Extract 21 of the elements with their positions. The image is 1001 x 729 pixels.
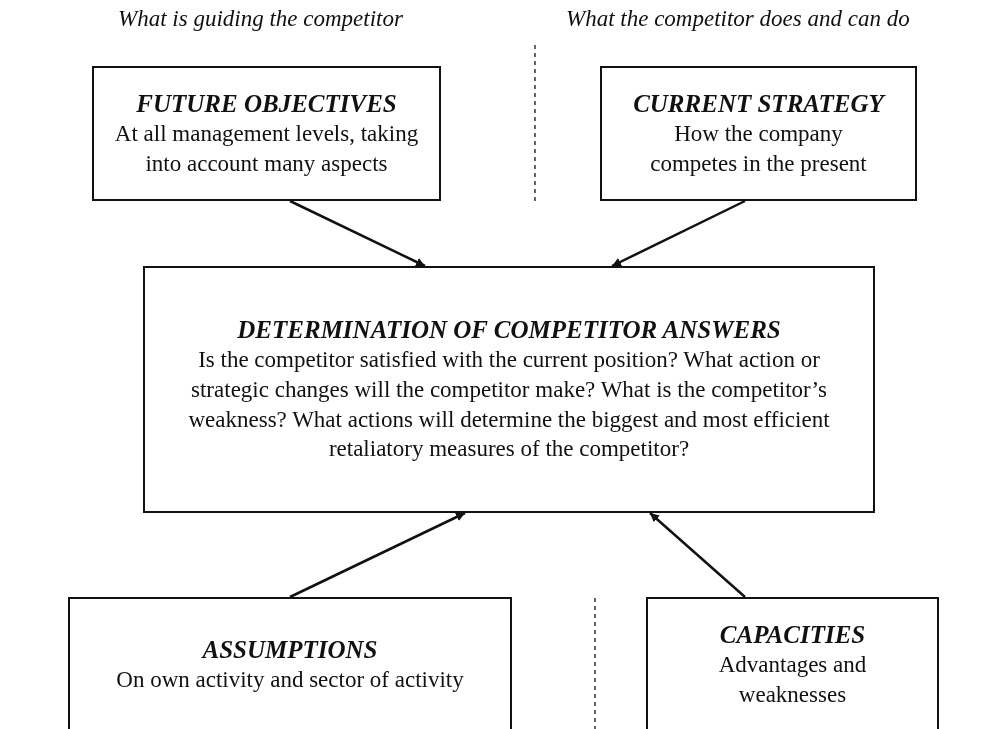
text-box — [646, 597, 939, 729]
box-heading: CAPACITIES — [719, 619, 866, 650]
arrow — [611, 199, 746, 268]
arrow — [649, 512, 746, 598]
text-box — [68, 597, 512, 729]
arrow — [289, 199, 426, 268]
text-box — [600, 66, 917, 201]
arrow — [289, 511, 466, 599]
box-text: On own activity and sector of activity — [116, 665, 464, 694]
text-box — [143, 266, 875, 513]
box-text: At all management levels, taking into account many aspects — [113, 119, 420, 178]
box-heading: FUTURE OBJECTIVES — [136, 88, 397, 119]
text-box — [92, 66, 441, 201]
column-heading: What is guiding the competitor — [118, 6, 403, 32]
box-heading: DETERMINATION OF COMPETITOR ANSWERS — [237, 314, 781, 345]
box-heading: ASSUMPTIONS — [202, 634, 378, 665]
box-text: Is the competitor satisfied with the current position? What action or strategic changes will the competitor make? What is the competitor’s weakness? What actions will determine the biggest and most efficient retaliatory measures of the competitor? — [187, 345, 831, 464]
box-heading: CURRENT STRATEGY — [633, 88, 884, 119]
column-heading: What the competitor does and can do — [566, 6, 910, 32]
box-text: Advantages and weaknesses — [717, 650, 868, 709]
box-text: How the company competes in the present — [649, 119, 868, 178]
